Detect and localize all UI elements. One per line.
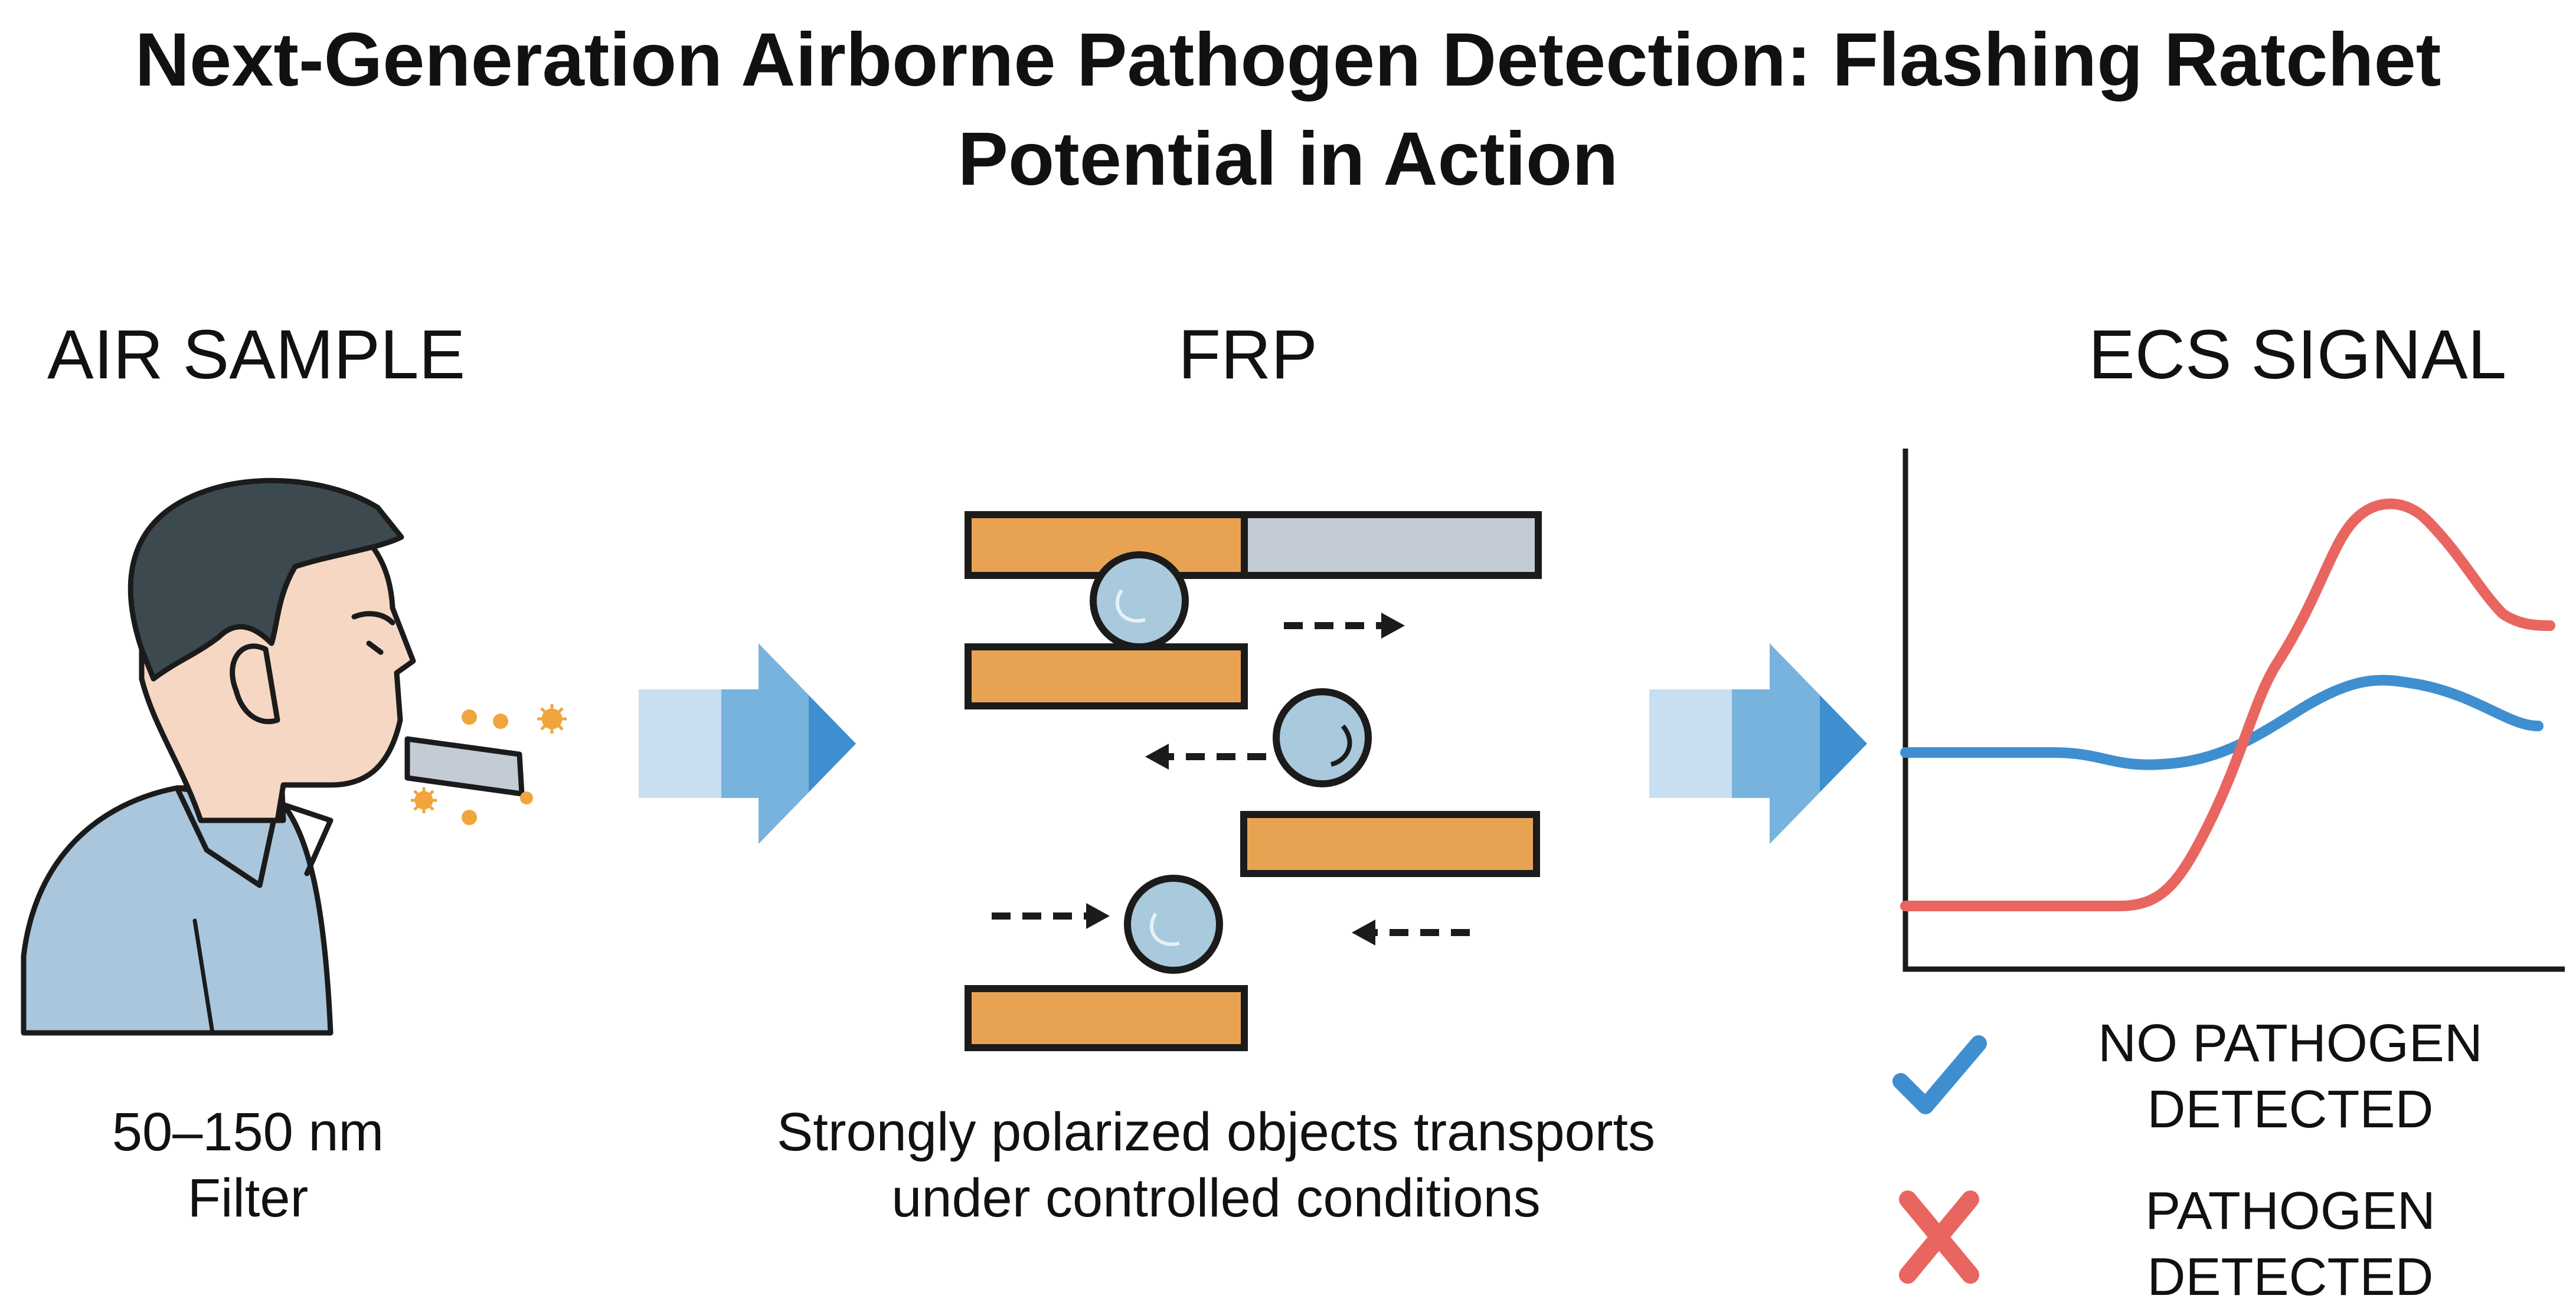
air-sample-heading: AIR SAMPLE xyxy=(47,316,466,394)
particle xyxy=(1273,688,1372,787)
frp-ratchet xyxy=(965,511,1542,1051)
legend-no-pathogen: NO PATHOGEN DETECTED xyxy=(2031,1010,2550,1143)
filter-label: Filter xyxy=(187,1168,309,1228)
legend-pathogen: PATHOGEN DETECTED xyxy=(2031,1178,2550,1310)
frp-caption-line-2: under controlled conditions xyxy=(891,1168,1541,1228)
frp-caption: Strongly polarized objects transports un… xyxy=(732,1099,1700,1231)
virus-icon xyxy=(411,787,437,813)
droplet xyxy=(520,791,533,804)
checkmark-icon xyxy=(1892,1035,1987,1114)
virus-icon xyxy=(537,704,567,734)
filter-size-label: 50–150 nm xyxy=(112,1102,384,1162)
droplet xyxy=(462,709,477,725)
eyebrow xyxy=(351,611,395,626)
person-illustration xyxy=(21,477,525,1036)
arrow-right-icon xyxy=(1284,613,1405,639)
flow-arrow-2 xyxy=(1649,643,1867,844)
droplet xyxy=(462,810,477,825)
legend-no-pathogen-line-2: DETECTED xyxy=(2147,1080,2434,1139)
exhaled-particles xyxy=(411,704,567,825)
arrow-left-icon xyxy=(1352,920,1470,946)
frp-heading: FRP xyxy=(1178,316,1318,394)
arrow-right-icon xyxy=(992,903,1110,929)
electrode-inactive xyxy=(1241,511,1542,579)
frp-caption-line-1: Strongly polarized objects transports xyxy=(776,1102,1656,1162)
hair xyxy=(128,477,404,682)
plot-axes xyxy=(1902,449,2565,972)
cross-icon xyxy=(1899,1190,1979,1284)
title-line-1: Next-Generation Airborne Pathogen Detect… xyxy=(135,18,2441,102)
electrode-active xyxy=(965,985,1248,1051)
sample-tube xyxy=(404,736,525,797)
ear xyxy=(230,643,280,725)
arrow-left-icon xyxy=(1145,744,1266,770)
electrode-active xyxy=(1240,811,1540,877)
no-pathogen-curve xyxy=(1900,675,2544,770)
shirt xyxy=(21,785,334,1036)
legend-pathogen-line-2: DETECTED xyxy=(2147,1248,2434,1307)
droplet xyxy=(493,714,508,729)
particle xyxy=(1124,875,1223,974)
title-line-2: Potential in Action xyxy=(957,117,1619,201)
legend-pathogen-line-1: PATHOGEN xyxy=(2145,1182,2436,1241)
ecs-signal-heading: ECS SIGNAL xyxy=(2088,316,2507,394)
transport-arrows xyxy=(992,613,1470,946)
ecs-signal-plot xyxy=(1900,449,2565,972)
page-title: Next-Generation Airborne Pathogen Detect… xyxy=(0,11,2576,209)
pathogen-curve xyxy=(1900,498,2555,911)
particle xyxy=(1090,551,1189,650)
air-sample-caption: 50–150 nm Filter xyxy=(77,1099,419,1231)
eye xyxy=(366,640,384,655)
electrode-active xyxy=(965,643,1248,709)
legend-no-pathogen-line-1: NO PATHOGEN xyxy=(2098,1014,2483,1073)
flow-arrow-1 xyxy=(639,643,856,844)
